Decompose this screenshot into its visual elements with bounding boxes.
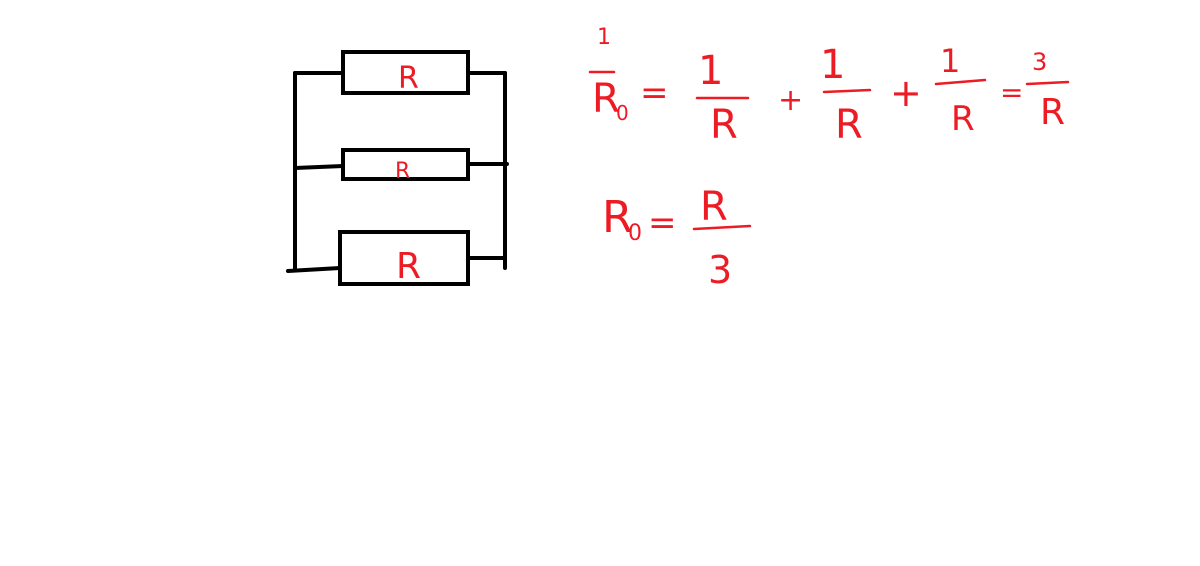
fraction-bar <box>822 88 872 94</box>
term-1-numerator: 1 <box>698 48 723 94</box>
lhs-numerator: 1 <box>597 25 611 50</box>
result-denominator: R <box>1040 92 1065 133</box>
lhs-denominator: R <box>592 76 620 122</box>
term-1-denominator: R <box>710 102 738 148</box>
resistor-2-label: R <box>395 159 410 184</box>
term-2-denominator: R <box>835 102 863 148</box>
term-3-numerator: 1 <box>940 42 960 80</box>
fraction-bar <box>692 224 752 231</box>
lhs-subscript: 0 <box>628 221 642 246</box>
resistor-1-label: R <box>398 61 419 96</box>
wire <box>286 266 342 273</box>
term-3-denominator: R <box>951 99 975 139</box>
resistor-2 <box>341 148 470 181</box>
term-2-numerator: 1 <box>820 42 845 88</box>
lhs-subscript: 0 <box>616 101 629 125</box>
equation-1: 1 R 0 = 1 R + 1 R + 1 R = 3 R <box>588 25 1070 148</box>
fraction-bar <box>1025 80 1070 86</box>
resistor-3-label: R <box>396 246 421 287</box>
equals-sign: = <box>640 73 669 113</box>
resistor-1 <box>341 50 470 95</box>
numerator: R <box>700 184 728 230</box>
equals-sign: = <box>648 203 677 243</box>
plus-sign: + <box>890 71 922 115</box>
result-numerator: 3 <box>1032 48 1047 76</box>
lhs-symbol: R <box>602 192 633 243</box>
plus-sign: + <box>778 83 803 118</box>
fraction-bar <box>934 78 987 86</box>
parallel-circuit: R R R <box>286 50 509 287</box>
wire <box>293 164 345 170</box>
equation-2: R 0 = R 3 <box>602 184 752 292</box>
denominator: 3 <box>708 248 732 292</box>
resistor-3 <box>338 230 470 286</box>
equals-sign: = <box>1000 76 1023 109</box>
